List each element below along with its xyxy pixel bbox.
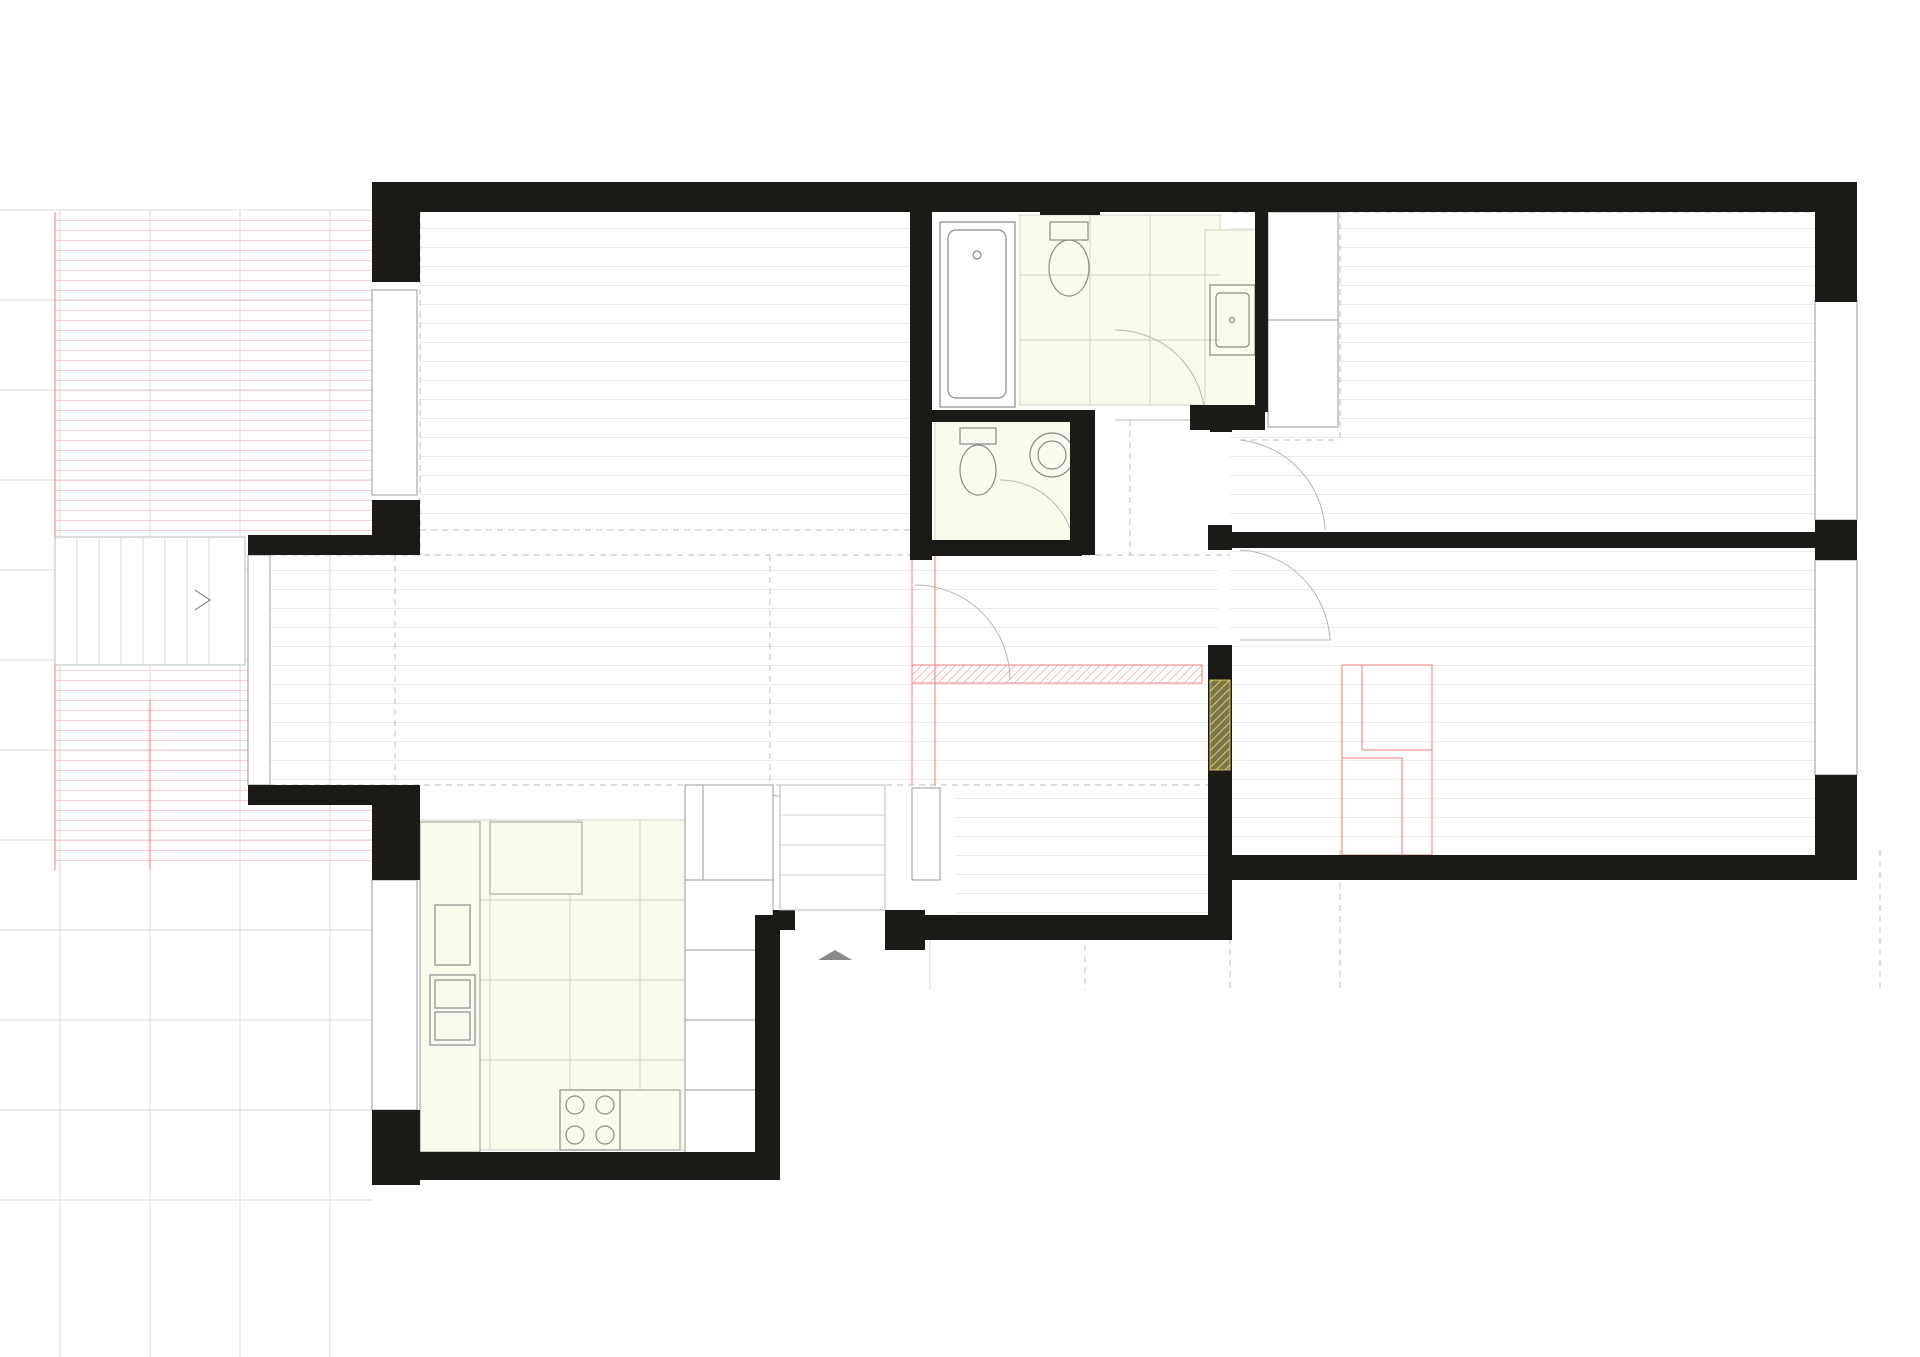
wardrobe — [911, 211, 1339, 881]
wc-toilet-icon — [959, 427, 997, 496]
cooktop-icon — [559, 1089, 621, 1151]
toilet-icon — [1048, 221, 1090, 297]
bathtub-icon — [939, 221, 1016, 408]
terrace-deck — [54, 212, 373, 870]
new-wall-highlight — [1209, 679, 1231, 771]
exterior-stairs — [54, 536, 246, 666]
walls — [248, 182, 1857, 1185]
new-wall-fill — [1210, 680, 1230, 770]
internal-stair — [779, 784, 886, 911]
windows — [247, 289, 1858, 1111]
floor-boards — [270, 212, 1815, 920]
entrance-arrow-icon — [818, 950, 852, 960]
kitchen-sink-icon — [429, 904, 476, 1046]
